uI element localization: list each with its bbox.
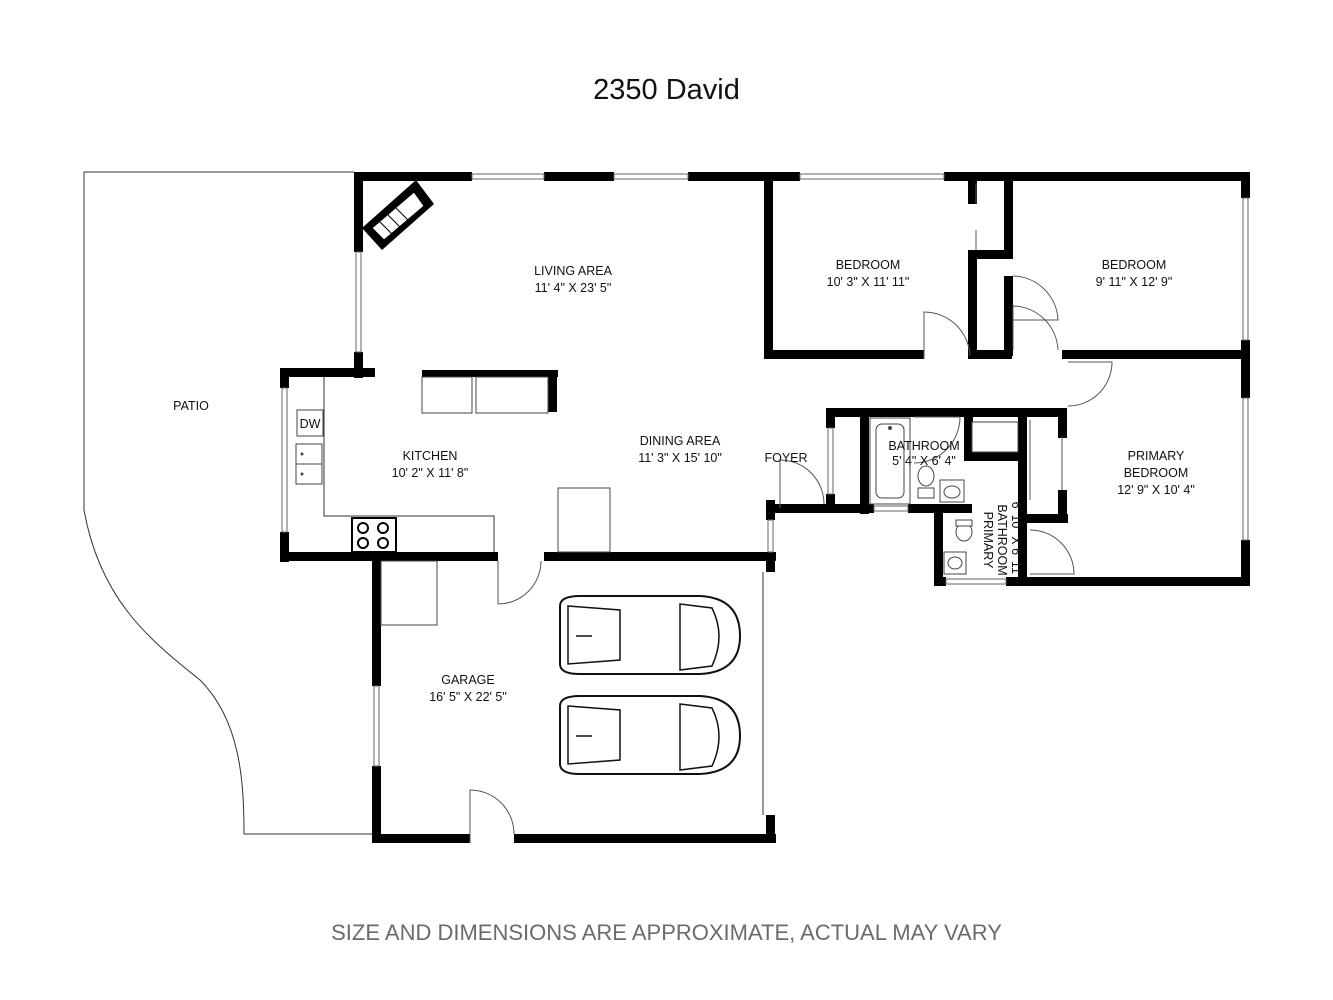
room-label-garage: GARAGE [441,673,495,687]
room-size-bedroom-1: 10' 3" X 11' 11" [827,275,910,289]
room-size-living: 11' 4" X 23' 5" [535,281,612,295]
room-label-primary-bedroom-2: BEDROOM [1124,466,1189,480]
room-label-dining: DINING AREA [640,434,721,448]
room-size-garage: 16' 5" X 22' 5" [429,690,507,704]
windows [281,173,1249,815]
room-label-bedroom-2: BEDROOM [1102,258,1167,272]
room-label-bedroom-1: BEDROOM [836,258,901,272]
room-label-foyer: FOYER [764,451,807,465]
plan-title: 2350 David [593,74,740,106]
room-label-primary-bathroom-1: PRIMARY [981,512,995,569]
doors [469,183,1113,843]
patio-outline [83,171,372,835]
car-icon [559,695,742,775]
disclaimer: SIZE AND DIMENSIONS ARE APPROXIMATE, ACT… [331,920,1002,945]
fireplace-icon [362,180,434,250]
car-icon [559,595,742,675]
bath-fixtures [869,417,1019,575]
walls [280,172,1250,843]
toilet-icon [917,465,935,487]
room-size-primary-bedroom: 12' 9" X 10' 4" [1117,483,1195,497]
room-label-living: LIVING AREA [534,264,612,278]
dishwasher-icon [296,409,324,437]
room-label-primary-bedroom-1: PRIMARY [1128,449,1185,463]
room-label-kitchen: KITCHEN [403,449,458,463]
room-size-kitchen: 10' 2" X 11' 8" [392,466,469,480]
room-label-patio: PATIO [173,399,209,413]
room-label-primary-bathroom-2: BATHROOM [995,504,1009,575]
dishwasher-label: DW [300,417,321,431]
kitchen-fixtures: DW [295,376,611,626]
room-size-bedroom-2: 9' 11" X 12' 9" [1096,275,1173,289]
room-size-dining: 11' 3" X 15' 10" [638,451,722,465]
room-label-bathroom: BATHROOM [888,439,959,453]
room-size-bathroom: 5' 4" X 6' 4" [892,454,956,468]
room-size-primary-bathroom: 6' 10" X 6' 11" [1009,502,1023,579]
